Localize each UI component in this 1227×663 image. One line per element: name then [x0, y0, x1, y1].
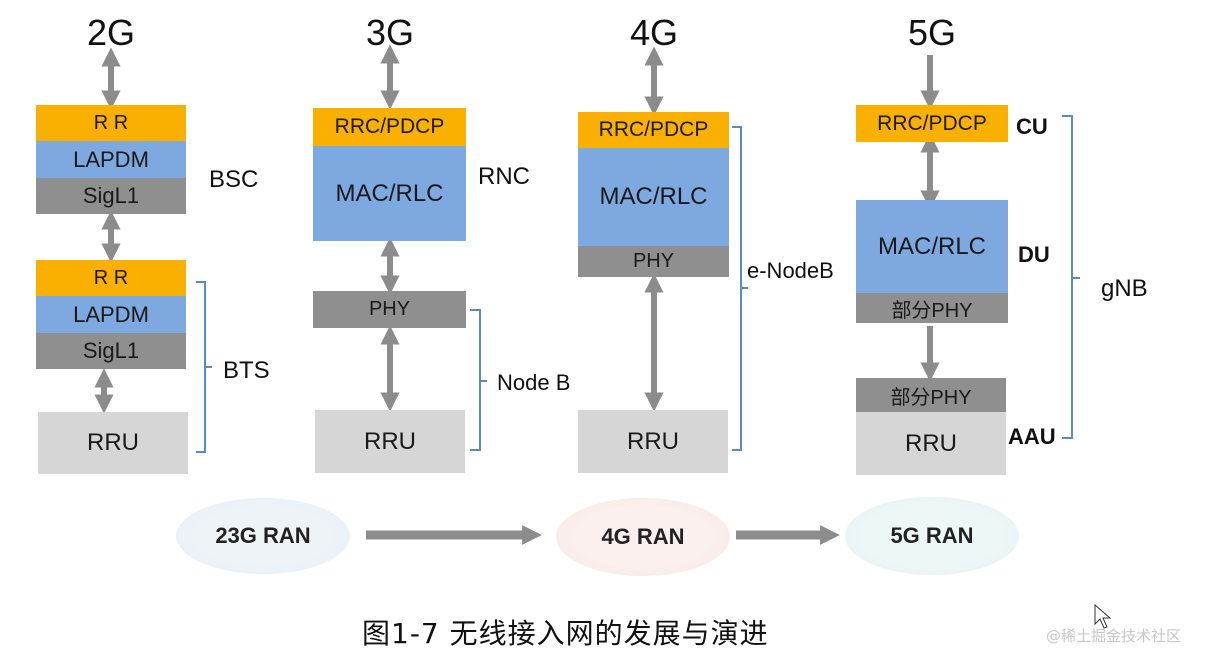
watermark: @稀土掘金技术社区	[1046, 627, 1182, 645]
5g-du-partial-phy-layer: 部分PHY	[856, 293, 1008, 323]
heading-5g: 5G	[907, 12, 957, 53]
gnb-label: gNB	[1101, 275, 1148, 302]
bracket-nodeb	[470, 309, 487, 451]
bracket-enodeb	[732, 126, 748, 451]
4g-mac-rlc-layer: MAC/RLC	[578, 148, 729, 246]
2g-bsc-sigl1-layer: SigL1	[36, 178, 186, 214]
heading-4g: 4G	[629, 12, 679, 53]
3g-phy-layer: PHY	[313, 291, 466, 328]
2g-bsc-rr-layer: R R	[36, 105, 186, 141]
rnc-label: RNC	[478, 163, 530, 190]
ran-4g-ellipse: 4G RAN	[556, 498, 730, 576]
2g-bts-lapdm-layer: LAPDM	[36, 296, 186, 333]
cu-label: CU	[1016, 114, 1048, 139]
bsc-label: BSC	[209, 166, 259, 193]
du-label: DU	[1018, 242, 1050, 267]
3g-rru-box: RRU	[315, 410, 465, 473]
heading-2g: 2G	[86, 12, 136, 53]
2g-rru-box: RRU	[38, 412, 188, 474]
5g-rrc-pdcp-layer: RRC/PDCP	[856, 105, 1008, 142]
bracket-bts	[196, 281, 212, 453]
bts-label: BTS	[223, 357, 270, 384]
5g-mac-rlc-layer: MAC/RLC	[856, 200, 1008, 293]
figure-caption: 图1-7 无线接入网的发展与演进	[362, 617, 769, 650]
bracket-gnb	[1062, 115, 1080, 439]
4g-rru-box: RRU	[578, 410, 728, 473]
ran-23g-ellipse: 23G RAN	[176, 498, 350, 574]
nodeb-label: Node B	[497, 370, 571, 395]
2g-bsc-lapdm-layer: LAPDM	[36, 141, 186, 178]
4g-rrc-pdcp-layer: RRC/PDCP	[578, 112, 729, 148]
aau-label: AAU	[1008, 424, 1056, 449]
enodeb-label: e-NodeB	[747, 258, 834, 283]
3g-rrc-pdcp-layer: RRC/PDCP	[313, 108, 466, 146]
3g-mac-rlc-layer: MAC/RLC	[313, 146, 466, 241]
heading-3g: 3G	[365, 12, 415, 53]
2g-bts-rr-layer: R R	[36, 260, 186, 296]
5g-rru-box: RRU	[856, 412, 1006, 475]
5g-aau-partial-phy-layer: 部分PHY	[856, 378, 1006, 412]
ran-5g-ellipse: 5G RAN	[845, 497, 1019, 575]
4g-phy-layer: PHY	[578, 246, 729, 277]
2g-bts-sigl1-layer: SigL1	[36, 333, 186, 369]
